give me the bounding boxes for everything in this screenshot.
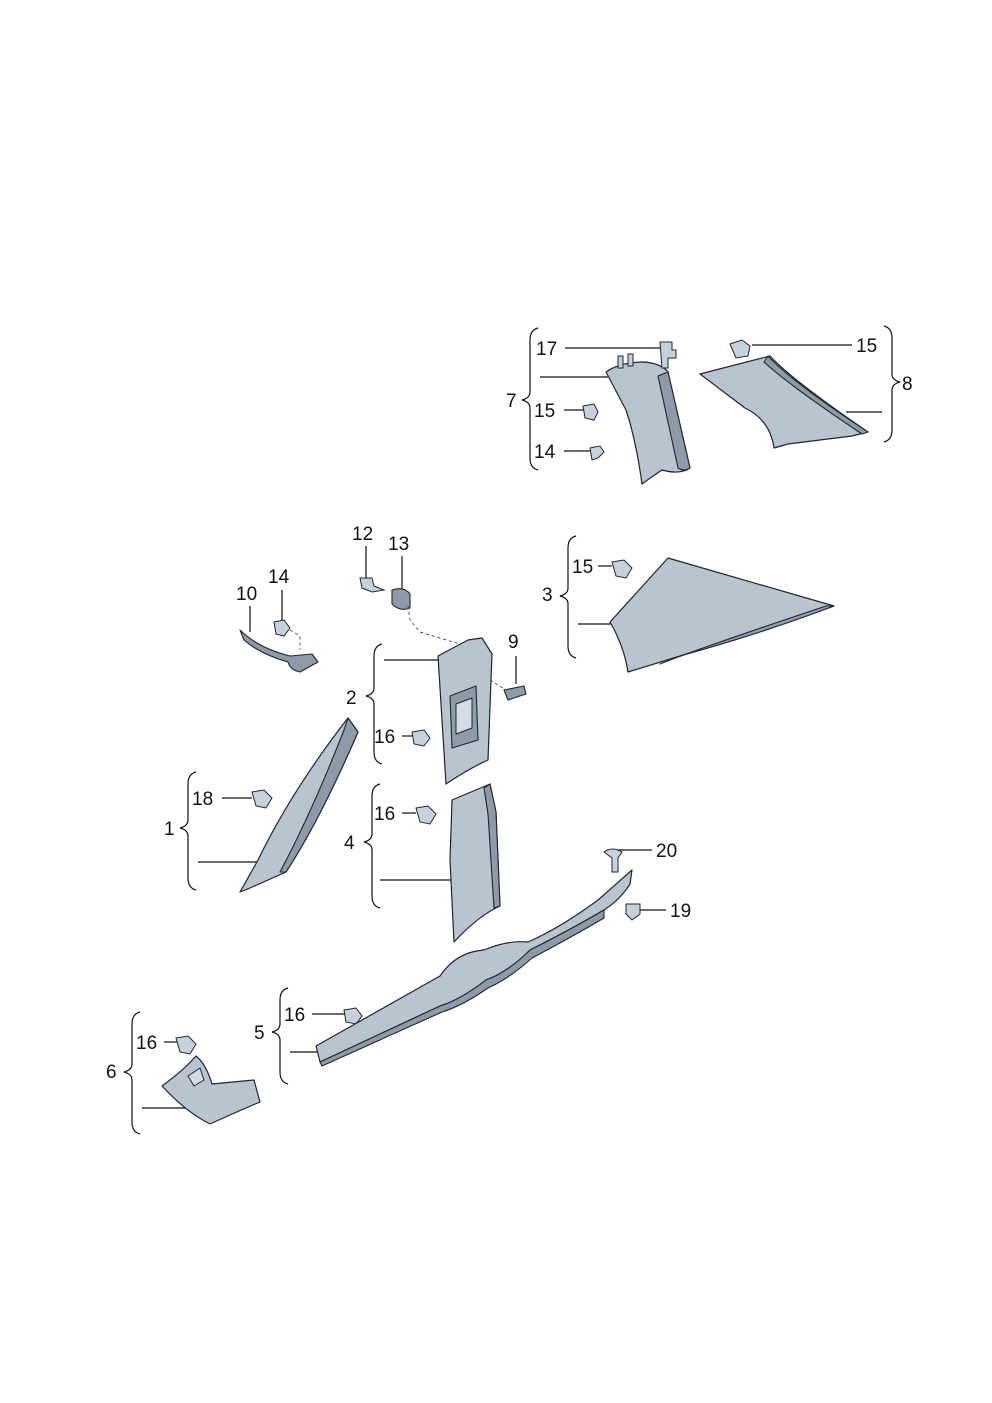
clip-16b: [415, 805, 437, 825]
label-18: 18: [192, 789, 213, 810]
brace-1: [179, 771, 197, 891]
clip-16d: [175, 1035, 197, 1055]
cover-13: [391, 588, 411, 610]
quarter-panel-3-edge: [659, 605, 835, 665]
brace-6: [123, 1011, 141, 1135]
pillar-trim-7-edge: [657, 371, 691, 471]
group-3: 3 15: [542, 535, 835, 673]
label-19: 19: [670, 901, 691, 922]
label-13: 13: [388, 534, 409, 555]
label-15b: 15: [856, 336, 877, 357]
brace-7: [521, 327, 539, 471]
clip-15b: [729, 339, 751, 359]
label-12: 12: [352, 524, 373, 545]
label-2: 2: [346, 688, 357, 709]
clip-19: [625, 903, 641, 921]
label-3: 3: [542, 585, 553, 606]
clip-15a: [582, 403, 599, 421]
label-9: 9: [508, 632, 519, 653]
dash-9: [489, 679, 507, 691]
clip-16a: [411, 729, 431, 747]
footwell-trim-6-opening: [187, 1067, 205, 1087]
label-6: 6: [106, 1062, 117, 1083]
label-4: 4: [344, 833, 355, 854]
label-10: 10: [236, 584, 257, 605]
label-16b: 16: [374, 804, 395, 825]
pillar-7-tab-2: [627, 353, 634, 367]
label-15c: 15: [572, 557, 593, 578]
brace-2: [365, 643, 383, 765]
label-20: 20: [656, 841, 677, 862]
group-10: 10 14: [236, 567, 319, 673]
group-4: 4 16: [344, 783, 501, 943]
clip-17: [659, 341, 677, 369]
brace-8: [883, 325, 901, 443]
group-1: 1 18: [164, 717, 359, 893]
b-pillar-lower-4-edge: [483, 783, 501, 909]
footwell-trim-6: [161, 1055, 261, 1125]
label-5: 5: [254, 1023, 265, 1044]
label-16c: 16: [284, 1005, 305, 1026]
pillar-7-tab-1: [617, 355, 624, 369]
label-1: 1: [164, 819, 175, 840]
quarter-panel-8-edge: [763, 355, 869, 435]
label-17: 17: [536, 339, 557, 360]
group-7: 7 17 15 14: [506, 327, 691, 485]
screw-14a: [273, 619, 291, 637]
screw-14b: [589, 445, 605, 461]
group-12-13: 12 13: [352, 524, 467, 647]
clip-15c: [611, 559, 633, 579]
door-sill-5-edge: [319, 909, 605, 1067]
brace-4: [363, 783, 381, 909]
quarter-panel-8: [699, 355, 869, 449]
label-16d: 16: [136, 1033, 157, 1054]
a-pillar-trim-1-edge: [279, 717, 359, 873]
group-6: 6 16: [106, 1011, 261, 1135]
bracket-10: [239, 629, 319, 673]
brace-5: [271, 987, 289, 1085]
label-14b: 14: [534, 442, 556, 463]
clip-18: [251, 789, 273, 809]
group-2: 2 16 9: [346, 632, 527, 785]
group-8: 8 15: [699, 325, 913, 449]
label-7: 7: [506, 391, 517, 412]
screw-20: [603, 848, 623, 873]
cap-9: [503, 685, 527, 701]
screw-12: [359, 577, 386, 593]
group-5: 5 16 20 19: [254, 841, 691, 1085]
label-8: 8: [902, 374, 913, 395]
label-14a: 14: [268, 567, 290, 588]
brace-3: [559, 535, 577, 659]
label-16a: 16: [374, 727, 395, 748]
label-15a: 15: [534, 401, 555, 422]
clip-16c: [343, 1007, 363, 1025]
b-pillar-upper-2-slot: [455, 697, 473, 735]
dash-13: [407, 605, 467, 647]
dash-14a: [289, 629, 301, 650]
